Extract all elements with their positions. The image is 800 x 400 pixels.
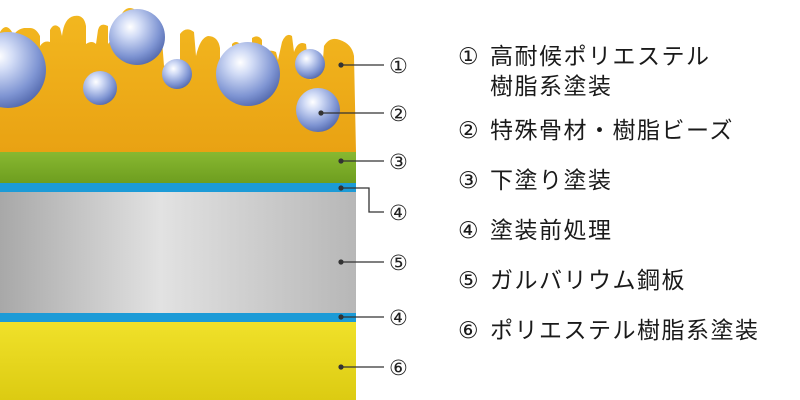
callout-number: ⑤ <box>389 251 408 275</box>
legend-item: ② 特殊骨材・樹脂ビーズ <box>458 116 798 146</box>
resin-bead <box>216 42 280 106</box>
resin-bead <box>295 49 325 79</box>
legend-item: ① 高耐候ポリエステル 樹脂系塗装 <box>458 42 798 102</box>
callout-dots <box>318 62 344 370</box>
callout-leaders <box>321 64 384 368</box>
legend-number: ⑤ <box>458 268 481 294</box>
legend-number: ① <box>458 44 481 70</box>
primer-layer <box>0 152 356 183</box>
layer-legend: ① 高耐候ポリエステル 樹脂系塗装 ② 特殊骨材・樹脂ビーズ ③ 下塗り塗装 ④… <box>458 42 798 366</box>
leader-dot <box>338 185 344 191</box>
legend-label: 高耐候ポリエステル 樹脂系塗装 <box>490 44 711 100</box>
leader-dot <box>338 62 344 68</box>
resin-bead <box>0 32 46 108</box>
leader-line-4a <box>341 187 384 213</box>
callout-number: ④ <box>389 306 408 330</box>
legend-label: 下塗り塗装 <box>490 168 613 194</box>
legend-label: ガルバリウム鋼板 <box>490 268 686 294</box>
leader-dot <box>338 158 344 164</box>
legend-item: ⑥ ポリエステル樹脂系塗装 <box>458 316 798 346</box>
leader-dot <box>338 364 344 370</box>
resin-bead <box>109 9 165 65</box>
legend-item: ⑤ ガルバリウム鋼板 <box>458 266 798 296</box>
pretreatment-band-upper <box>0 183 356 192</box>
resin-bead <box>296 88 340 132</box>
legend-label: 塗装前処理 <box>490 218 613 244</box>
callout-number: ④ <box>389 201 408 225</box>
resin-bead <box>162 59 192 89</box>
callout-number: ③ <box>389 150 408 174</box>
legend-label: 特殊骨材・樹脂ビーズ <box>490 118 734 144</box>
leader-dot <box>318 110 324 116</box>
legend-number: ② <box>458 118 481 144</box>
callout-number: ⑥ <box>389 356 408 380</box>
legend-number: ⑥ <box>458 318 481 344</box>
legend-item: ④ 塗装前処理 <box>458 216 798 246</box>
steel-sheet-layer <box>0 192 356 313</box>
resin-bead <box>83 71 117 105</box>
leader-dot <box>338 314 344 320</box>
callout-number: ② <box>389 102 408 126</box>
backcoat-layer <box>0 322 356 400</box>
legend-label: ポリエステル樹脂系塗装 <box>490 318 760 344</box>
leader-dot <box>338 259 344 265</box>
callout-number: ① <box>389 54 408 78</box>
legend-item: ③ 下塗り塗装 <box>458 166 798 196</box>
resin-beads <box>0 9 340 132</box>
legend-number: ③ <box>458 168 481 194</box>
pretreatment-band-lower <box>0 313 356 322</box>
legend-number: ④ <box>458 218 481 244</box>
